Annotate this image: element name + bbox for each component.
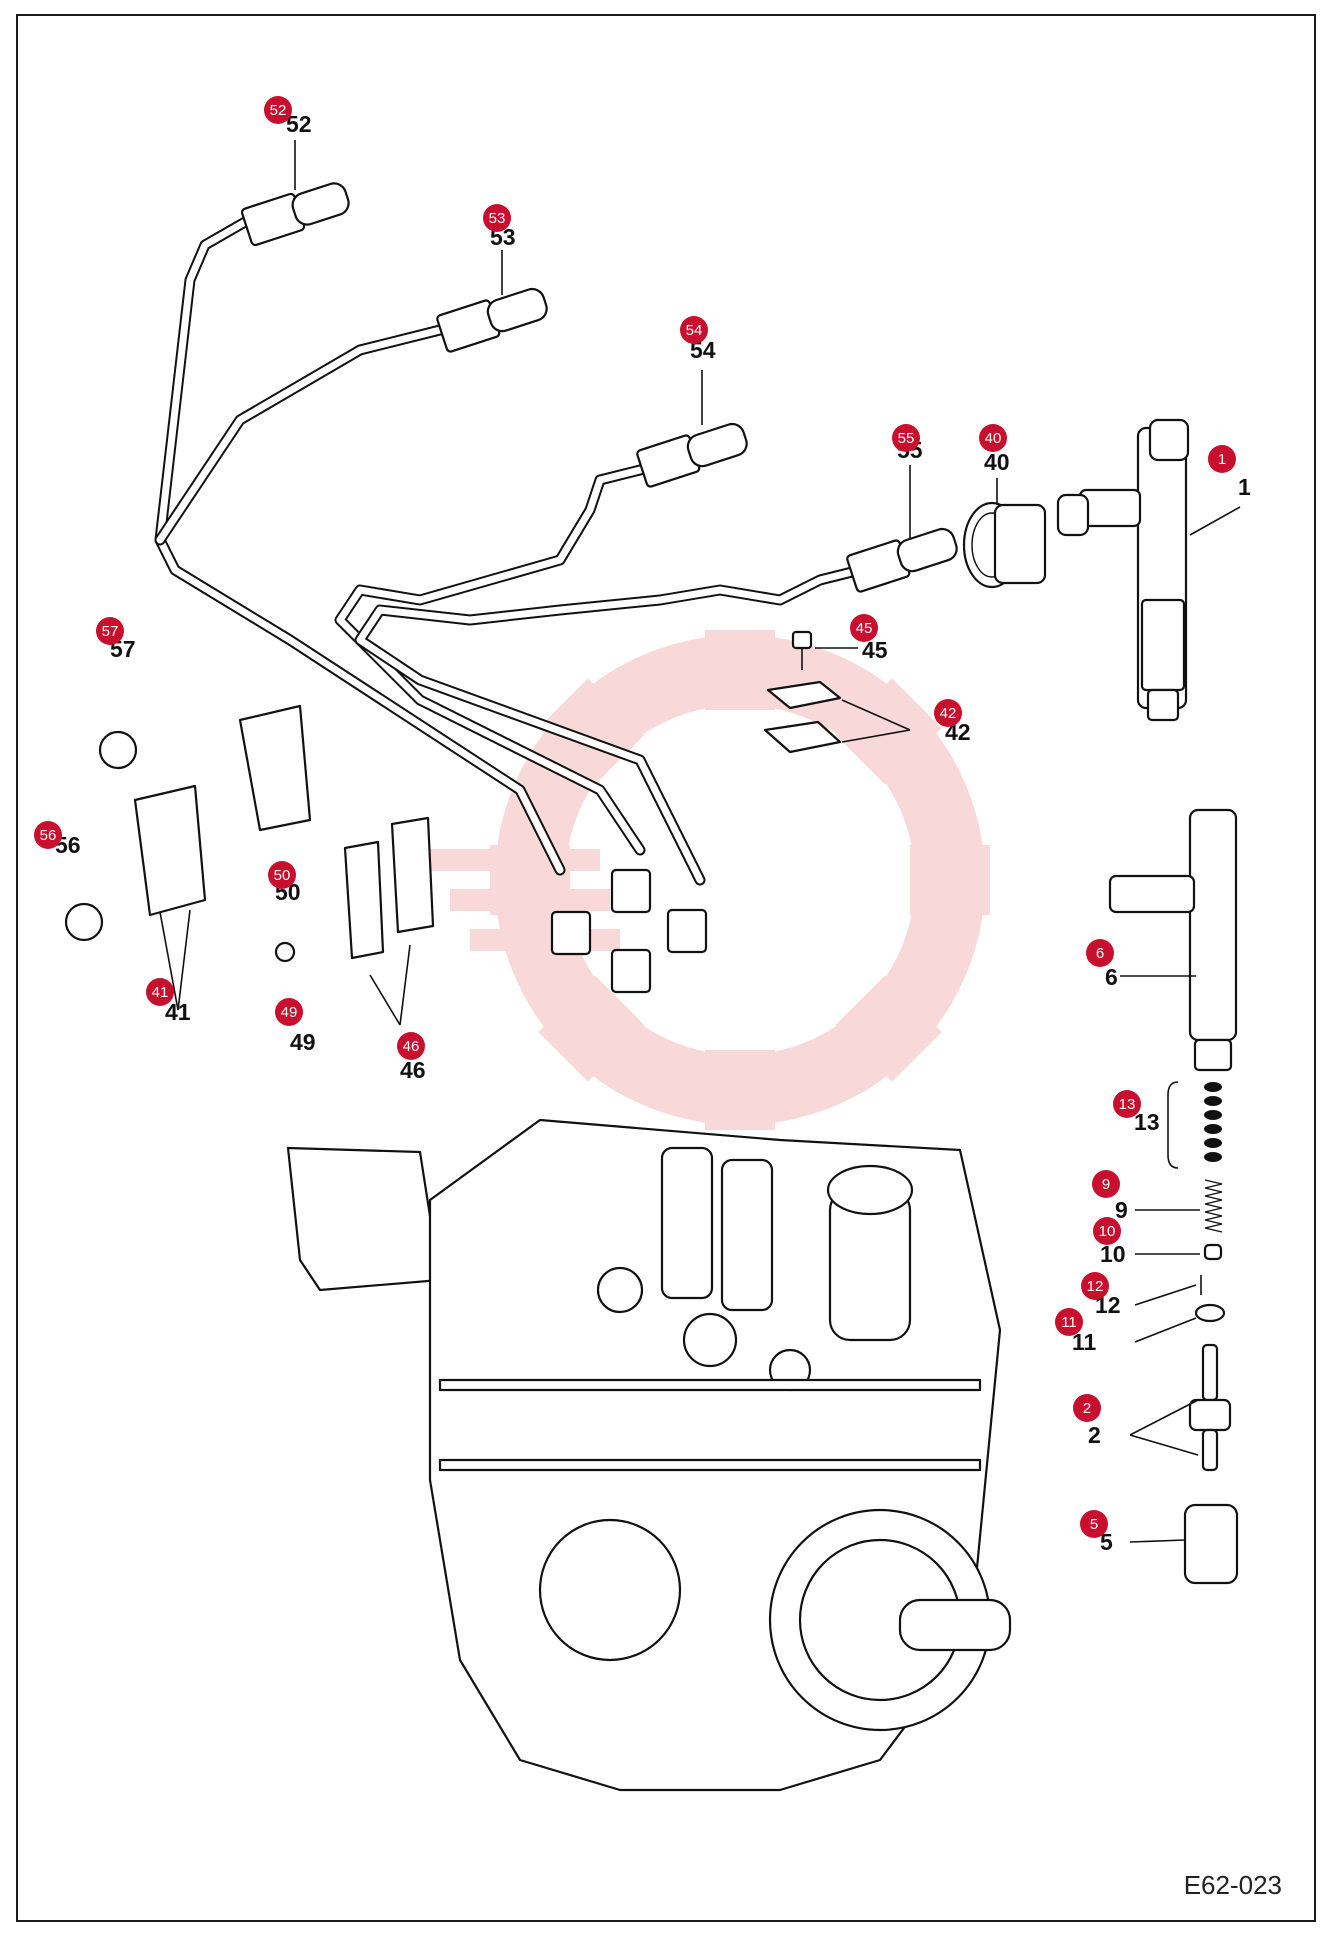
callout-49[interactable]: 49 <box>275 998 303 1026</box>
callout-40[interactable]: 40 <box>979 424 1007 452</box>
leader-lines <box>159 140 1241 1543</box>
part-number-46: 46 <box>400 1057 426 1083</box>
svg-text:46: 46 <box>403 1038 420 1055</box>
part-number-49: 49 <box>290 1029 316 1055</box>
svg-text:53: 53 <box>489 210 506 227</box>
svg-text:40: 40 <box>985 430 1002 447</box>
callout-53[interactable]: 53 <box>483 204 511 232</box>
clamp-42-bolt-45 <box>763 630 842 754</box>
svg-text:42: 42 <box>940 705 957 722</box>
svg-text:9: 9 <box>1102 1176 1110 1193</box>
svg-text:56: 56 <box>40 827 57 844</box>
part-number-1: 1 <box>1238 474 1251 500</box>
svg-text:11: 11 <box>1061 1314 1077 1331</box>
callout-55[interactable]: 55 <box>892 424 920 452</box>
seal-40 <box>962 501 1047 589</box>
clamp-plates <box>64 704 435 963</box>
callout-5[interactable]: 5 <box>1080 1510 1108 1538</box>
callout-6[interactable]: 6 <box>1086 939 1114 967</box>
callout-9[interactable]: 9 <box>1092 1170 1120 1198</box>
callout-56[interactable]: 56 <box>34 821 62 849</box>
pipe-nuts <box>240 182 958 994</box>
callout-41[interactable]: 41 <box>146 978 174 1006</box>
svg-text:55: 55 <box>898 430 915 447</box>
injector-1 <box>1056 418 1190 722</box>
svg-text:54: 54 <box>686 322 703 339</box>
svg-text:1: 1 <box>1218 451 1226 468</box>
drawing-code: E62-023 <box>1183 1870 1282 1900</box>
svg-text:50: 50 <box>274 867 291 884</box>
callout-57[interactable]: 57 <box>96 617 124 645</box>
part-number-2: 2 <box>1088 1422 1101 1448</box>
injector-6-stack <box>1108 808 1239 1585</box>
part-number-5: 5 <box>1100 1529 1113 1555</box>
callout-10[interactable]: 10 <box>1093 1217 1121 1245</box>
part-number-40: 40 <box>984 449 1010 475</box>
callout-2[interactable]: 2 <box>1073 1394 1101 1422</box>
svg-text:6: 6 <box>1096 945 1104 962</box>
part-number-9: 9 <box>1115 1197 1128 1223</box>
callout-13[interactable]: 13 <box>1113 1090 1141 1118</box>
part-number-13: 13 <box>1134 1109 1160 1135</box>
svg-text:10: 10 <box>1099 1223 1116 1240</box>
svg-text:2: 2 <box>1083 1400 1091 1417</box>
callout-46[interactable]: 46 <box>397 1032 425 1060</box>
svg-text:12: 12 <box>1087 1278 1104 1295</box>
svg-text:57: 57 <box>102 623 119 640</box>
svg-text:13: 13 <box>1119 1096 1136 1113</box>
callout-1[interactable]: 1 <box>1208 445 1236 473</box>
svg-text:41: 41 <box>152 984 169 1001</box>
svg-text:49: 49 <box>281 1004 298 1021</box>
svg-text:5: 5 <box>1090 1516 1098 1533</box>
callout-50[interactable]: 50 <box>268 861 296 889</box>
callout-52[interactable]: 52 <box>264 96 292 124</box>
callout-54[interactable]: 54 <box>680 316 708 344</box>
part-number-41: 41 <box>165 999 191 1025</box>
watermark-gear-icon <box>430 630 990 1130</box>
injection-pipes <box>154 216 866 886</box>
part-number-10: 10 <box>1100 1241 1126 1267</box>
svg-text:52: 52 <box>270 102 287 119</box>
injection-pump-body <box>286 1118 1012 1792</box>
svg-text:45: 45 <box>856 620 873 637</box>
callout-12[interactable]: 12 <box>1081 1272 1109 1300</box>
drawing-frame <box>16 14 1316 1922</box>
callout-badges: 52 53 54 55 40 1 45 42 57 56 50 41 49 46… <box>34 96 1236 1538</box>
callout-45[interactable]: 45 <box>850 614 878 642</box>
callout-11[interactable]: 11 <box>1055 1308 1083 1336</box>
part-number-6: 6 <box>1105 964 1118 990</box>
callout-42[interactable]: 42 <box>934 699 962 727</box>
